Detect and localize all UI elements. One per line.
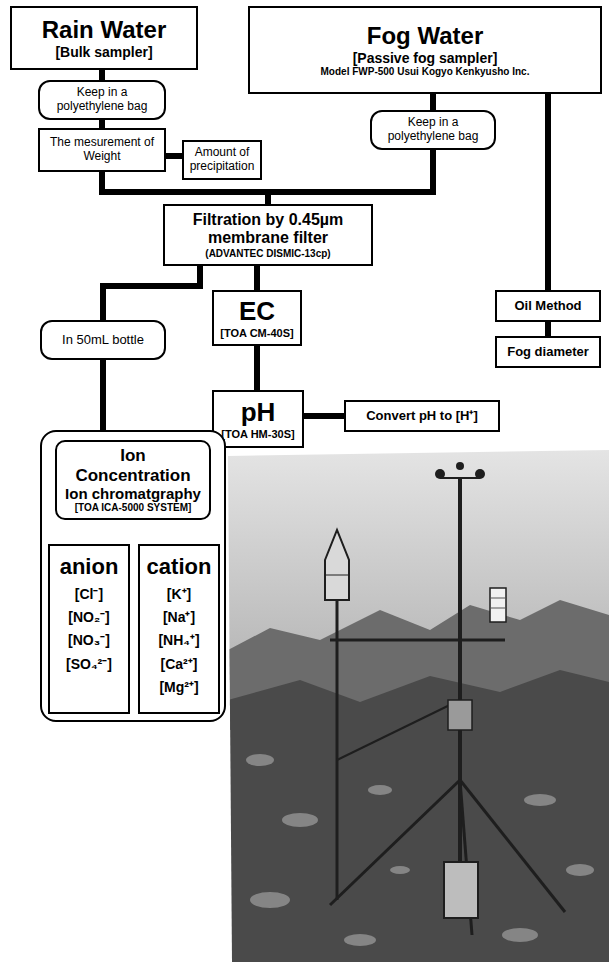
node-title: Fog diameter bbox=[507, 345, 589, 360]
node-text: [Na⁺] bbox=[163, 609, 195, 625]
storage-box: In 50mL bottle bbox=[40, 320, 166, 360]
flow-line bbox=[100, 360, 106, 430]
fog-sampler bbox=[325, 530, 349, 600]
node-text: [SO₄²⁻] bbox=[66, 656, 112, 672]
node-title: Keep in a polyethylene bag bbox=[45, 86, 159, 114]
node-title: Convert pH to [H⁺] bbox=[366, 409, 478, 424]
node-text: [Bulk sampler] bbox=[55, 44, 152, 60]
node-text: [K⁺] bbox=[167, 586, 191, 602]
storage-box: Keep in a polyethylene bag bbox=[370, 110, 496, 150]
flow-line bbox=[304, 413, 344, 419]
flow-line bbox=[430, 94, 436, 110]
node-text: Ion chromatgraphy bbox=[61, 485, 205, 502]
weather-mast bbox=[330, 478, 565, 935]
flow-line bbox=[166, 153, 182, 159]
group-header: Ion ConcentrationIon chromatgraphy[TOA I… bbox=[55, 440, 211, 520]
rocky-ground bbox=[228, 670, 609, 962]
flow-line bbox=[268, 150, 433, 204]
flow-line bbox=[103, 266, 200, 320]
logger-box bbox=[444, 700, 478, 918]
flow-line bbox=[99, 120, 105, 128]
node-text: [TOA ICA-5000 SYSTEM] bbox=[61, 502, 205, 514]
instrument-box: EC[TOA CM-40S] bbox=[212, 290, 302, 346]
result-box: Fog diameter bbox=[495, 336, 601, 368]
process-box: Filtration by 0.45µm membrane filter(ADV… bbox=[163, 204, 373, 266]
analysis-group: Ion ConcentrationIon chromatgraphy[TOA I… bbox=[40, 430, 226, 722]
flow-line bbox=[254, 266, 260, 290]
node-title: pH bbox=[241, 398, 276, 428]
flow-line bbox=[545, 322, 551, 336]
rocks bbox=[246, 754, 594, 946]
photo-scene bbox=[228, 450, 609, 962]
flow-line bbox=[99, 70, 105, 80]
node-title: EC bbox=[239, 297, 275, 327]
storage-box: Keep in a polyethylene bag bbox=[38, 80, 166, 120]
result-box: Amount of precipitation bbox=[182, 140, 262, 180]
anemometer bbox=[435, 462, 485, 479]
node-text: [NO₂⁻] bbox=[68, 609, 110, 625]
node-text: [NH₄⁺] bbox=[158, 632, 199, 648]
node-text: [TOA CM-40S] bbox=[220, 327, 293, 340]
node-title: The mesurement of Weight bbox=[45, 136, 159, 164]
flow-line bbox=[254, 346, 260, 390]
node-title: anion bbox=[60, 554, 119, 579]
node-title: In 50mL bottle bbox=[62, 333, 144, 348]
node-text: [Passive fog sampler] bbox=[353, 50, 498, 66]
node-title: Filtration by 0.45µm membrane filter bbox=[170, 211, 366, 248]
node-text: (ADVANTEC DISMIC-13cp) bbox=[205, 248, 330, 260]
node-text: [TOA HM-30S] bbox=[221, 428, 294, 441]
node-title: Ion Concentration bbox=[61, 446, 205, 485]
source-box: Fog Water[Passive fog sampler]Model FWP-… bbox=[248, 6, 602, 94]
node-title: Amount of precipitation bbox=[189, 146, 255, 174]
node-title: Keep in a polyethylene bag bbox=[377, 116, 489, 144]
process-box: The mesurement of Weight bbox=[38, 128, 166, 172]
instrument-box: pH[TOA HM-30S] bbox=[212, 390, 304, 448]
node-text: Model FWP-500 Usui Kogyo Kenkyusho Inc. bbox=[321, 66, 530, 78]
ion-list: cation [K⁺] [Na⁺] [NH₄⁺] [Ca²⁺] [Mg²⁺] bbox=[138, 544, 220, 714]
node-title: cation bbox=[147, 554, 212, 579]
radiation-shield bbox=[490, 588, 506, 622]
node-title: Fog Water bbox=[367, 22, 483, 50]
node-title: Rain Water bbox=[42, 16, 166, 44]
node-text: [Mg²⁺] bbox=[159, 679, 198, 695]
node-text: [Cl⁻] bbox=[75, 586, 103, 602]
ion-list: anion [Cl⁻] [NO₂⁻] [NO₃⁻] [SO₄²⁻] bbox=[48, 544, 130, 714]
node-text: [Ca²⁺] bbox=[161, 656, 198, 672]
node-text: [NO₃⁻] bbox=[68, 632, 110, 648]
node-title: Oil Method bbox=[514, 299, 581, 314]
source-box: Rain Water[Bulk sampler] bbox=[10, 6, 198, 70]
flow-line bbox=[545, 94, 551, 290]
process-box: Convert pH to [H⁺] bbox=[344, 400, 500, 432]
process-box: Oil Method bbox=[495, 290, 601, 322]
